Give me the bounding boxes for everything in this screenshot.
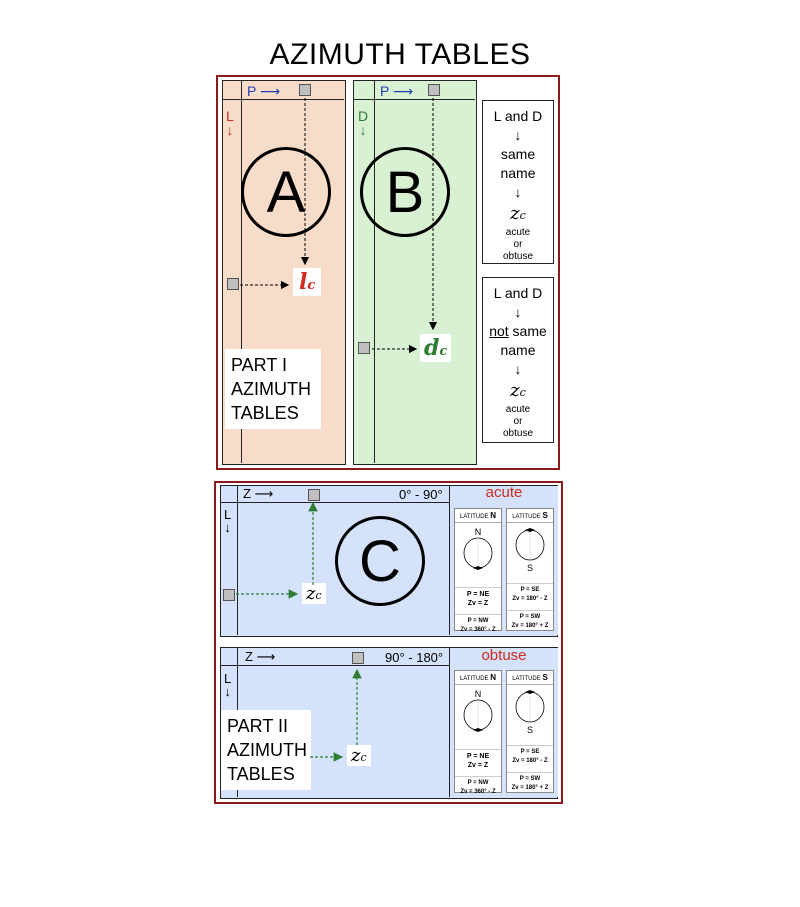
table-b: P ⟶ D ↓ B dc — [353, 80, 477, 465]
down-arrow-icon: ↓ — [514, 183, 522, 200]
table-c2-side-label: L ↓ — [224, 671, 232, 699]
header-line — [221, 665, 451, 666]
table-a-header-line — [223, 99, 344, 100]
part1-frame — [216, 75, 560, 470]
table-b-side-line — [374, 81, 375, 463]
down-arrow-icon: ↓ — [359, 122, 367, 138]
table-a-side-label: L ↓ — [226, 109, 234, 137]
result-zc: zc — [347, 745, 371, 766]
d-label: D — [358, 108, 369, 124]
tag-acute: acute — [485, 484, 523, 501]
header-marker — [352, 652, 364, 664]
range-label: 0° - 90° — [399, 487, 443, 502]
circle-arrow-icon — [515, 690, 545, 723]
table-b-header-label: P ⟶ — [380, 83, 413, 100]
circle-arrow-icon — [463, 537, 493, 570]
table-c1-side-label: L ↓ — [224, 507, 232, 535]
table-c2-header-label: Z ⟶ — [245, 649, 276, 664]
right-arrow-icon: ⟶ — [259, 83, 281, 99]
rule-same-name: L and D ↓ same name ↓ zc acute or obtuse — [482, 100, 554, 264]
side-line — [237, 486, 238, 635]
table-a-header-label: P ⟶ — [247, 83, 280, 100]
down-arrow-icon: ↓ — [514, 303, 522, 320]
rule-not-same-name: L and D ↓ not same name ↓ zc acute or ob… — [482, 277, 554, 443]
circle-b: B — [360, 147, 450, 237]
right-arrow-icon: ⟶ — [392, 83, 414, 99]
down-arrow-icon: ↓ — [224, 684, 231, 699]
header-marker — [299, 84, 311, 96]
compass-n: N — [474, 527, 482, 537]
circle-c: C — [335, 516, 425, 606]
p-label: P — [380, 83, 390, 99]
compass-s: S — [526, 563, 533, 573]
compass-s: S — [526, 725, 533, 735]
table-a-side-line — [241, 81, 242, 463]
page-title: AZIMUTH TABLES — [269, 38, 531, 71]
header-line — [221, 502, 451, 503]
table-c1: Z ⟶ 0° - 90° L ↓ C zc acute LATITUDE N N… — [220, 484, 558, 637]
table-c1-header-label: Z ⟶ — [243, 486, 274, 501]
side-marker — [358, 342, 370, 354]
compass-n: N — [474, 689, 482, 699]
table-b-header-line — [354, 99, 475, 100]
table-c2: Z ⟶ 90° - 180° L ↓ PART II AZIMUTH TABLE… — [220, 647, 558, 799]
part2-label: PART II AZIMUTH TABLES — [221, 710, 311, 790]
table-b-side-label: D ↓ — [358, 109, 368, 137]
circle-a: A — [241, 147, 331, 237]
header-marker — [428, 84, 440, 96]
down-arrow-icon: ↓ — [514, 126, 522, 143]
header-marker — [308, 489, 320, 501]
l-label: L — [226, 108, 234, 124]
result-dc: dc — [420, 334, 452, 362]
right-arrow-icon: ⟶ — [254, 486, 274, 501]
down-arrow-icon: ↓ — [514, 360, 522, 377]
result-zc: zc — [302, 583, 326, 604]
result-lc: lc — [293, 268, 322, 296]
p-label: P — [247, 83, 257, 99]
circle-arrow-icon — [463, 699, 493, 732]
down-arrow-icon: ↓ — [224, 520, 231, 535]
tag-obtuse: obtuse — [481, 647, 527, 664]
table-a: P ⟶ L ↓ A lc PART I AZIMUTH TABLES — [222, 80, 346, 465]
range-label: 90° - 180° — [385, 650, 444, 665]
part1-label: PART I AZIMUTH TABLES — [225, 349, 321, 429]
part2-frame — [214, 481, 563, 804]
side-marker — [227, 278, 239, 290]
circle-arrow-icon — [515, 528, 545, 561]
down-arrow-icon: ↓ — [226, 122, 234, 138]
side-marker — [223, 589, 235, 601]
right-arrow-icon: ⟶ — [256, 649, 276, 664]
